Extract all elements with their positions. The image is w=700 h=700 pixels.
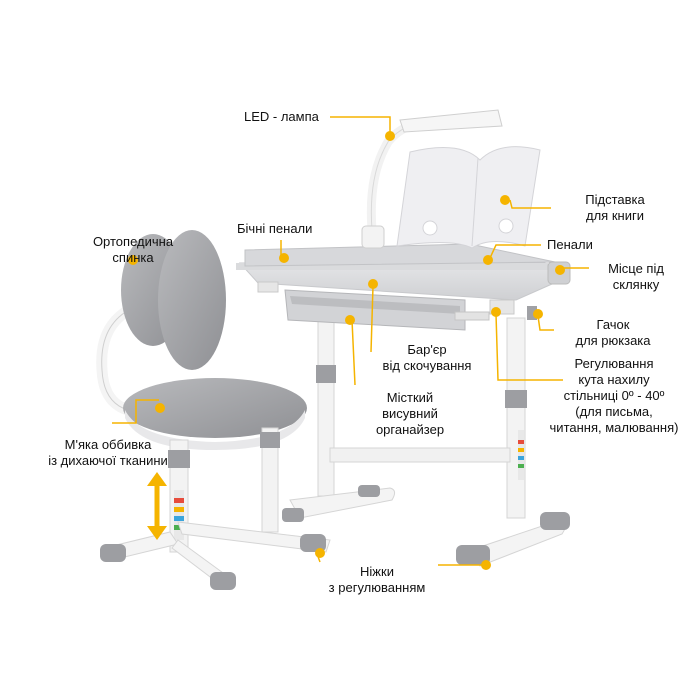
dot-hook	[533, 309, 543, 319]
dot-leg-left	[315, 548, 325, 558]
dot-tilt	[491, 307, 501, 317]
label-legs: Ніжки з регулюванням	[328, 564, 426, 595]
seat-cushion	[123, 378, 307, 438]
dot-cup-holder	[555, 265, 565, 275]
label-side-trays: Бічні пенали	[237, 221, 313, 236]
dot-upholstery	[155, 403, 165, 413]
led-lamp	[361, 109, 503, 249]
label-cup-holder: Місце під склянку	[608, 261, 664, 292]
label-backpack-hook: Гачок для рюкзака	[575, 317, 651, 348]
label-led-lamp: LED - лампа	[244, 109, 319, 124]
dot-leg-right	[481, 560, 491, 570]
label-trays: Пенали	[547, 237, 593, 252]
right-leg-clamp	[505, 390, 527, 408]
book-stand	[396, 146, 541, 249]
backrest-right-cushion	[158, 230, 226, 370]
label-tilt-adjust: Регулювання кута нахилу стільниці 0º - 4…	[549, 356, 679, 435]
left-leg-clamp	[316, 365, 336, 383]
label-book-stand: Підставка для книги	[585, 192, 645, 223]
label-organizer: Місткий висувний органайзер	[375, 390, 445, 437]
callout-lines	[112, 116, 589, 566]
dot-backrest	[128, 255, 138, 265]
dot-trays	[483, 255, 493, 265]
label-orthopedic-back: Ортопедична спинка	[92, 234, 174, 265]
dot-lamp	[385, 131, 395, 141]
height-adjust-arrow-icon	[147, 472, 167, 540]
callout-dots	[128, 131, 565, 570]
dot-book-stand	[500, 195, 510, 205]
dot-organizer	[345, 315, 355, 325]
dot-side-trays	[279, 253, 289, 263]
dot-barrier	[368, 279, 378, 289]
label-barrier: Бар'єр від скочування	[382, 342, 472, 373]
label-upholstery: М'яка оббивка із дихаючої тканини	[48, 437, 168, 468]
